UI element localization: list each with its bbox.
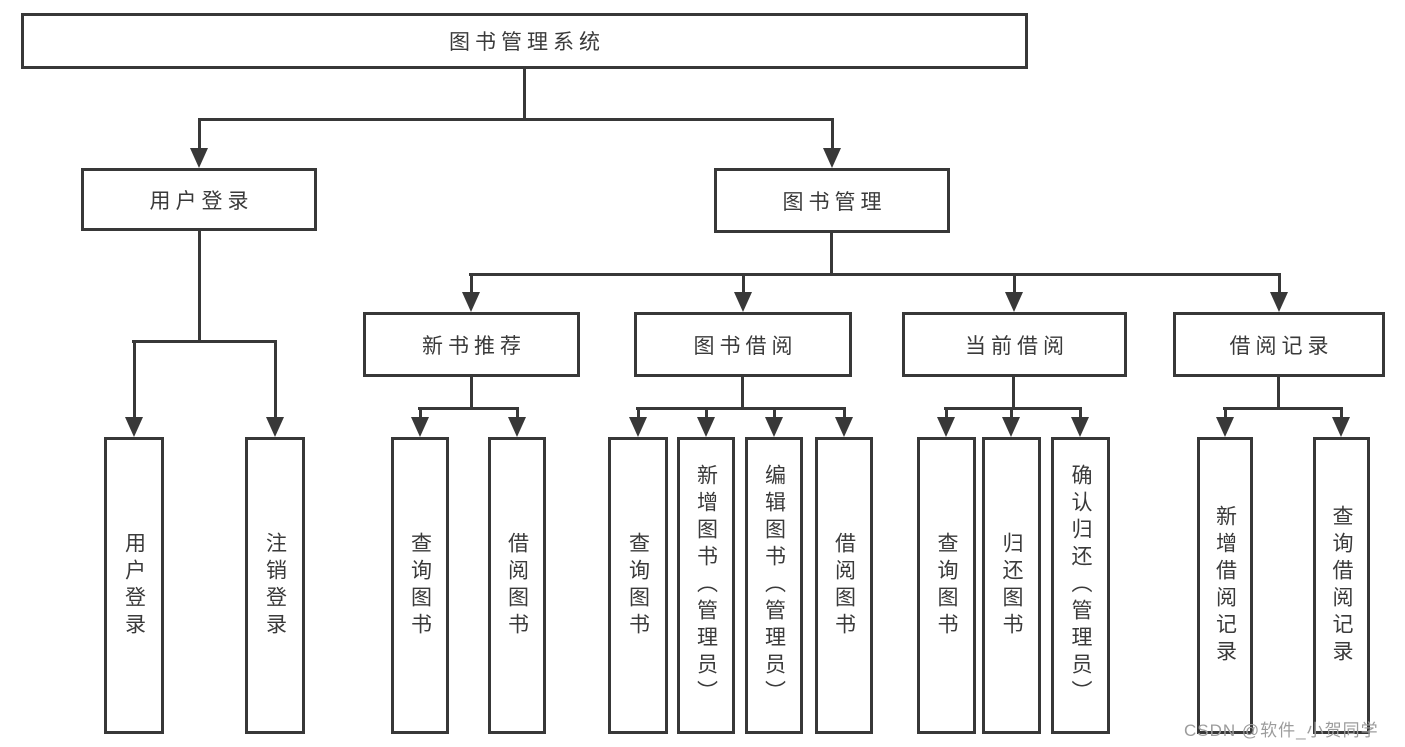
connector-line: [198, 118, 833, 121]
connector-line: [1079, 407, 1082, 420]
connector-line: [1340, 407, 1343, 420]
connector-line: [1013, 273, 1016, 295]
node-label: 图书管理: [782, 190, 887, 214]
connector-line: [773, 407, 776, 420]
leaf-label: 查询图书: [408, 531, 432, 640]
node-new-book-recommendation: 新书推荐: [363, 312, 580, 377]
arrow-down-icon: [1216, 417, 1234, 437]
connector-line: [1010, 407, 1013, 420]
leaf-logout: 注销登录: [245, 437, 305, 734]
node-label: 用户登录: [149, 189, 254, 213]
node-book-borrowing: 图书借阅: [634, 312, 852, 377]
connector-line: [1278, 273, 1281, 295]
leaf-label: 查询借阅记录: [1330, 504, 1353, 667]
leaf-query-books-borrowing: 查询图书: [608, 437, 668, 734]
connector-line: [945, 407, 948, 420]
connector-line: [274, 340, 277, 420]
connector-line: [470, 377, 473, 410]
connector-line: [741, 377, 744, 410]
arrow-down-icon: [629, 417, 647, 437]
arrow-down-icon: [697, 417, 715, 437]
leaf-label: 编辑图书（管理员）: [762, 464, 786, 707]
connector-line: [418, 407, 519, 410]
arrow-down-icon: [823, 148, 841, 168]
connector-line: [133, 340, 136, 420]
connector-line: [831, 118, 834, 152]
leaf-return-books: 归还图书: [982, 437, 1041, 734]
connector-line: [843, 407, 846, 420]
connector-line: [1012, 377, 1015, 410]
leaf-query-borrow-record: 查询借阅记录: [1313, 437, 1370, 734]
leaf-label: 归还图书: [1000, 531, 1023, 640]
leaf-confirm-return-admin: 确认归还（管理员）: [1051, 437, 1110, 734]
connector-line: [198, 118, 201, 152]
watermark: CSDN @软件_小贺同学: [1184, 721, 1379, 740]
arrow-down-icon: [835, 417, 853, 437]
node-label: 借阅记录: [1229, 334, 1334, 358]
arrow-down-icon: [411, 417, 429, 437]
leaf-add-borrow-record: 新增借阅记录: [1197, 437, 1253, 734]
leaf-borrow-books: 借阅图书: [815, 437, 873, 734]
arrow-down-icon: [1005, 292, 1023, 312]
arrow-down-icon: [508, 417, 526, 437]
connector-line: [1223, 407, 1343, 410]
leaf-label: 借阅图书: [832, 531, 856, 640]
arrow-down-icon: [1332, 417, 1350, 437]
arrow-down-icon: [734, 292, 752, 312]
leaf-label: 新增图书（管理员）: [694, 464, 718, 707]
leaf-label: 确认归还（管理员）: [1069, 464, 1092, 707]
leaf-user-login: 用户登录: [104, 437, 164, 734]
node-label: 新书推荐: [422, 334, 526, 358]
arrow-down-icon: [462, 292, 480, 312]
node-borrowing-records: 借阅记录: [1173, 312, 1385, 377]
arrow-down-icon: [937, 417, 955, 437]
arrow-down-icon: [125, 417, 143, 437]
node-book-management: 图书管理: [714, 168, 950, 233]
node-user-login: 用户登录: [81, 168, 317, 231]
connector-line: [132, 340, 277, 343]
leaf-query-books-current: 查询图书: [917, 437, 976, 734]
leaf-query-books-recommend: 查询图书: [391, 437, 449, 734]
connector-line: [198, 231, 201, 343]
node-label: 图书管理系统: [449, 31, 605, 54]
connector-line: [419, 407, 422, 420]
connector-line: [523, 69, 526, 121]
arrow-down-icon: [1002, 417, 1020, 437]
leaf-label: 新增借阅记录: [1213, 504, 1237, 667]
arrow-down-icon: [1071, 417, 1089, 437]
node-library-management-system: 图书管理系统: [21, 13, 1028, 69]
arrow-down-icon: [190, 148, 208, 168]
connector-line: [637, 407, 640, 420]
connector-line: [705, 407, 708, 420]
leaf-add-books-admin: 新增图书（管理员）: [677, 437, 735, 734]
node-label: 图书借阅: [693, 334, 798, 358]
leaf-borrow-books-recommend: 借阅图书: [488, 437, 546, 734]
connector-line: [470, 273, 473, 295]
leaf-label: 注销登录: [263, 531, 287, 640]
arrow-down-icon: [1270, 292, 1288, 312]
connector-line: [1277, 377, 1280, 410]
leaf-edit-books-admin: 编辑图书（管理员）: [745, 437, 803, 734]
connector-line: [830, 233, 833, 276]
connector-line: [742, 273, 745, 295]
node-label: 当前借阅: [965, 334, 1069, 358]
leaf-label: 查询图书: [626, 531, 650, 640]
connector-line: [516, 407, 519, 420]
arrow-down-icon: [765, 417, 783, 437]
connector-line: [469, 273, 1281, 276]
leaf-label: 查询图书: [935, 531, 958, 640]
leaf-label: 借阅图书: [505, 531, 529, 640]
connector-line: [1224, 407, 1227, 420]
connector-line: [636, 407, 846, 410]
leaf-label: 用户登录: [122, 531, 146, 640]
connector-line: [944, 407, 1082, 410]
arrow-down-icon: [266, 417, 284, 437]
node-current-borrowing: 当前借阅: [902, 312, 1127, 377]
